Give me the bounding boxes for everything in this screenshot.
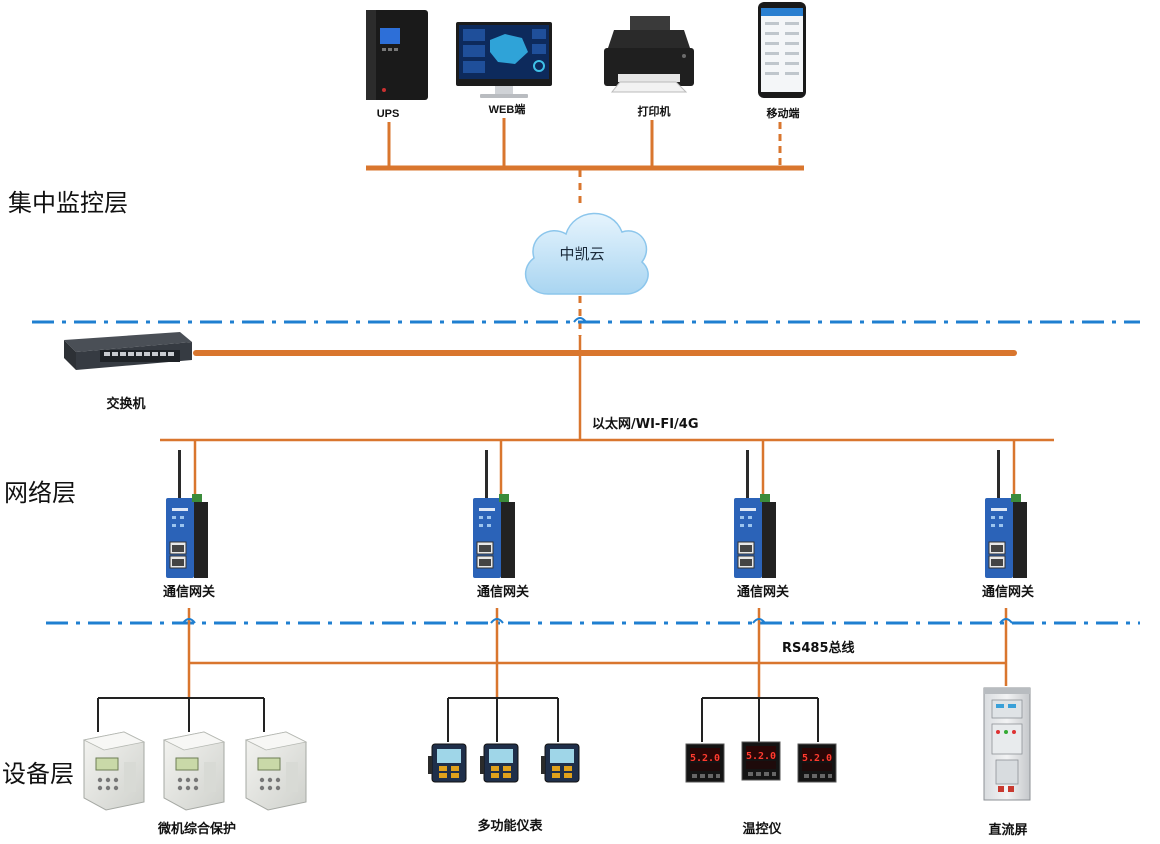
layer-label-monitoring: 集中监控层: [8, 189, 128, 217]
ups-label: UPS: [377, 108, 400, 120]
meter-wiring: [447, 697, 559, 742]
gateway-4-label: 通信网关: [982, 584, 1034, 600]
cloud-label: 中凯云: [559, 245, 604, 263]
meter-1-icon: [427, 743, 467, 783]
gateway-2-icon: [472, 449, 516, 579]
relay-group-label: 微机综合保护: [157, 821, 236, 837]
gateway-4-icon: [984, 449, 1028, 579]
temp-controller-2-reading: 5.2.0: [746, 751, 776, 762]
meter-2-icon: [479, 743, 519, 783]
relay-wiring: [97, 697, 265, 732]
gateway-3-icon: [733, 449, 777, 579]
meter-3-icon: [540, 743, 580, 783]
crossing-markers: [182, 317, 1013, 624]
temp-wiring: [701, 697, 819, 742]
relay-2-icon: [163, 731, 225, 811]
gateway-1-icon: [165, 449, 209, 579]
gateway-2-label: 通信网关: [477, 584, 529, 600]
gateway-1-label: 通信网关: [163, 584, 215, 600]
temp-group-label: 温控仪: [742, 821, 782, 837]
relay-3-icon: [245, 731, 307, 811]
dc-panel-icon: [983, 687, 1031, 801]
web-label: WEB端: [489, 102, 526, 116]
switch-device: [64, 332, 192, 370]
layer-label-device: 设备层: [2, 760, 74, 788]
printer-device: [604, 16, 694, 93]
cloud-icon: [524, 212, 649, 295]
web-monitor-device: [456, 22, 552, 98]
gateway-3-label: 通信网关: [737, 584, 789, 600]
temp-controller-1-reading: 5.2.0: [690, 753, 720, 764]
mobile-device: [758, 2, 806, 98]
temp-controller-3-reading: 5.2.0: [802, 753, 832, 764]
relay-1-icon: [83, 731, 145, 811]
ups-device: [366, 10, 428, 100]
mobile-label: 移动端: [767, 106, 800, 120]
switch-label: 交换机: [106, 396, 145, 412]
dc-panel-label: 直流屏: [988, 822, 1027, 838]
printer-label: 打印机: [638, 104, 671, 118]
monitoring-bus: [366, 118, 804, 208]
layer-label-network: 网络层: [4, 479, 76, 507]
ethernet-bus-label: 以太网/WI-FI/4G: [592, 416, 699, 432]
meter-group-label: 多功能仪表: [477, 818, 543, 834]
rs485-bus-label: RS485总线: [782, 640, 855, 656]
